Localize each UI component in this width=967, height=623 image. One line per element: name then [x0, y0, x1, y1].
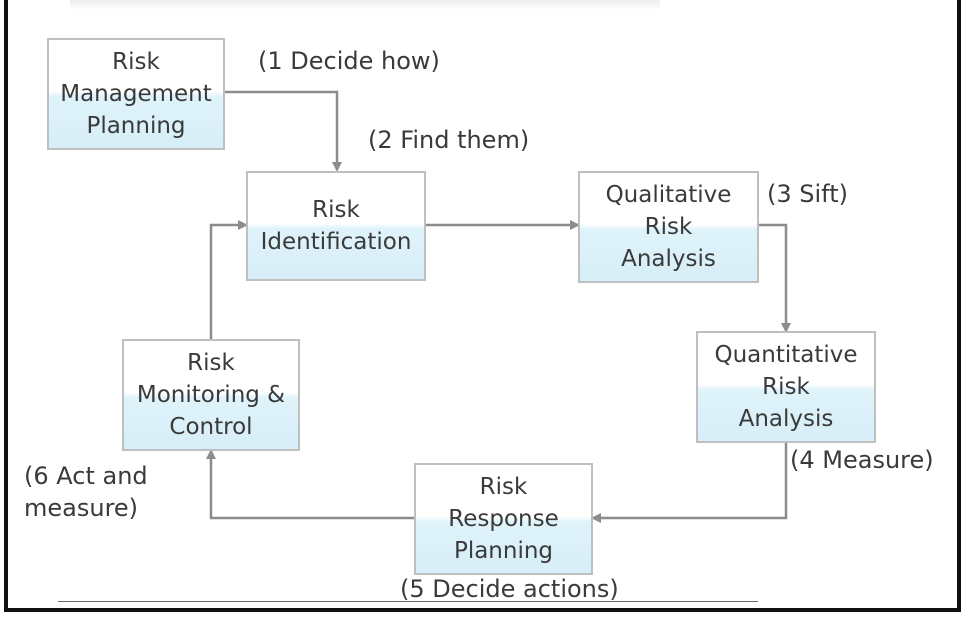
box-risk-management-planning: Risk Management Planning: [47, 38, 225, 150]
frame-border-bottom: [4, 608, 961, 612]
connector-planning-to-identification: [224, 90, 342, 172]
box-label: Risk Identification: [260, 197, 412, 255]
step-label-3: (3 Sift): [767, 180, 848, 208]
box-label: Risk Response Planning: [448, 474, 559, 564]
box-label: Risk Management Planning: [60, 49, 212, 139]
frame-border-left: [4, 0, 8, 612]
connector-quantitative-to-response: [591, 442, 788, 523]
step-label-2: (2 Find them): [368, 126, 530, 154]
box-label: Quantitative Risk Analysis: [714, 342, 858, 432]
box-risk-monitoring-control: Risk Monitoring & Control: [122, 339, 300, 451]
step-label-4: (4 Measure): [790, 446, 934, 474]
connector-response-to-monitoring: [206, 449, 414, 520]
box-risk-response-planning: Risk Response Planning: [414, 463, 593, 575]
top-smudge: [70, 0, 660, 10]
box-risk-identification: Risk Identification: [246, 171, 426, 281]
frame-border-right: [957, 0, 961, 612]
box-label: Risk Monitoring & Control: [136, 350, 286, 440]
connector-qualitative-to-quantitative: [758, 223, 791, 333]
box-label: Qualitative Risk Analysis: [605, 182, 732, 272]
box-quantitative-risk-analysis: Quantitative Risk Analysis: [696, 331, 876, 443]
box-qualitative-risk-analysis: Qualitative Risk Analysis: [578, 171, 759, 283]
step-label-5: (5 Decide actions): [400, 575, 619, 603]
bottom-rule: [58, 601, 758, 602]
step-label-6: (6 Act and measure): [24, 462, 148, 522]
step-label-1: (1 Decide how): [258, 47, 440, 75]
connector-monitoring-to-identification: [209, 220, 248, 340]
